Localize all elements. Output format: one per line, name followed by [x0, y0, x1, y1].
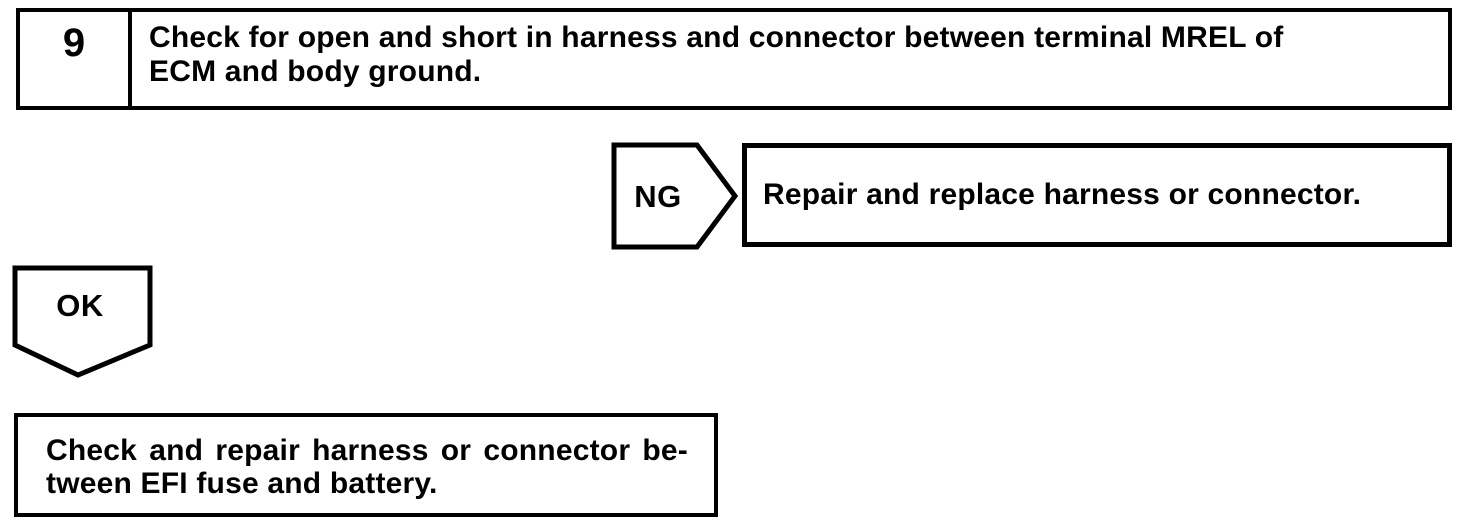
- ng-label: NG: [634, 179, 682, 214]
- ng-arrow-icon: [611, 142, 739, 250]
- ng-action-box: Repair and replace harness or connector.: [742, 143, 1452, 247]
- step-number: 9: [62, 21, 86, 65]
- step-instruction-line-1: Check for open and short in harness and …: [149, 21, 1284, 54]
- ok-action-box: Check and repair harness or connector be…: [14, 413, 718, 517]
- ok-action-line-2: tween EFI fuse and battery.: [46, 467, 438, 500]
- ng-action-text: Repair and replace harness or connector.: [763, 178, 1362, 211]
- step-instruction: Check for open and short in harness and …: [132, 12, 1448, 106]
- step-box: 9 Check for open and short in harness an…: [16, 8, 1452, 110]
- ok-action-line-1: Check and repair harness or connector be…: [46, 434, 688, 467]
- ok-arrow-icon: [12, 265, 153, 378]
- ok-label: OK: [56, 288, 104, 323]
- step-instruction-line-2: ECM and body ground.: [149, 55, 482, 88]
- step-number-cell: 9: [20, 12, 132, 106]
